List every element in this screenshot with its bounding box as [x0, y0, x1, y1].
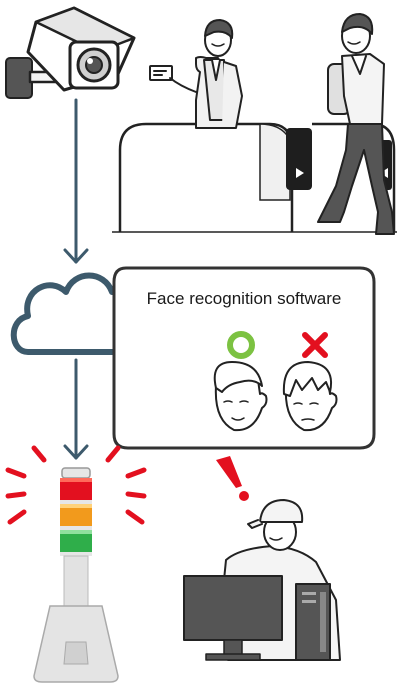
signal-green-lamp [60, 530, 92, 552]
security-camera-icon [5, 6, 136, 99]
flow-arrow-down-2 [63, 358, 89, 460]
operator-at-computer [183, 499, 341, 661]
person-walking [317, 13, 395, 235]
signal-red-lamp [60, 478, 92, 500]
flow-arrow-down [63, 98, 89, 264]
accept-circle-icon [227, 331, 255, 359]
exclamation-icon [216, 456, 249, 501]
callout-title: Face recognition software [147, 289, 342, 308]
person-with-id-card [149, 19, 243, 129]
face-accepted [213, 361, 268, 432]
monitor-icon [183, 575, 283, 641]
signal-tower-light-icon [5, 445, 147, 683]
reject-cross-icon [302, 332, 328, 358]
signal-amber-lamp [60, 504, 92, 526]
alarm-rays [5, 445, 147, 525]
face-rejected [282, 361, 338, 432]
face-recognition-callout: Face recognition software [112, 266, 376, 450]
